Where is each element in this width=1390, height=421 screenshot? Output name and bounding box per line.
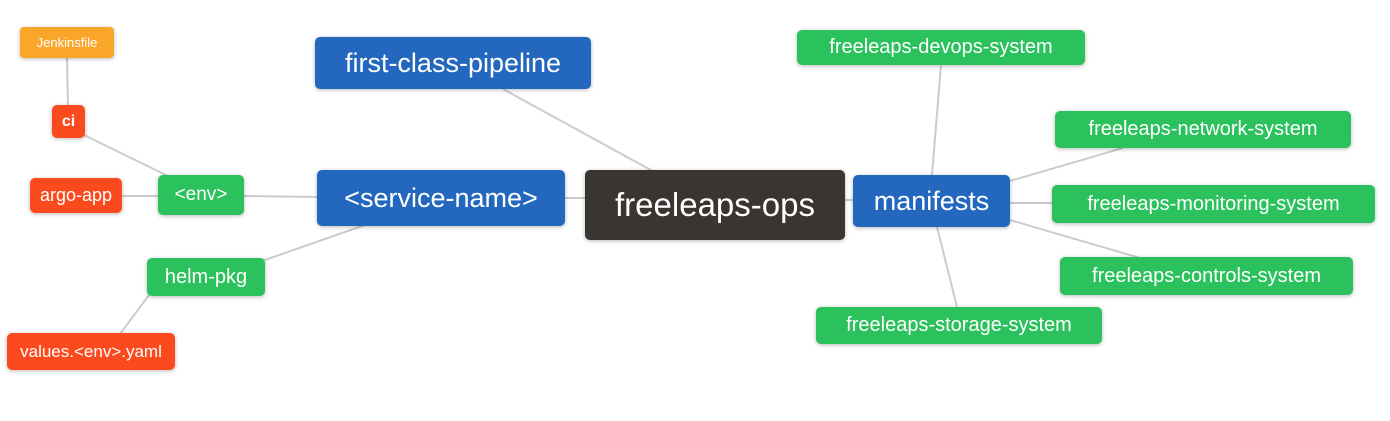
node-values-env-yaml[interactable]: values.<env>.yaml bbox=[7, 333, 175, 370]
edge-jenkinsfile-ci bbox=[66, 56, 69, 107]
node-env[interactable]: <env> bbox=[158, 175, 244, 215]
node-ci[interactable]: ci bbox=[52, 105, 85, 138]
node-first-class-pipeline[interactable]: first-class-pipeline bbox=[315, 37, 591, 89]
edge-env-service-name bbox=[243, 195, 318, 198]
edge-ci-env bbox=[83, 134, 173, 179]
node-manifests[interactable]: manifests bbox=[853, 175, 1010, 227]
edge-manifests-controls-system bbox=[1009, 219, 1141, 259]
edge-manifests-devops-system bbox=[931, 64, 942, 176]
node-service-name[interactable]: <service-name> bbox=[317, 170, 565, 226]
edge-manifests-storage-system bbox=[936, 226, 958, 308]
edge-values-env-yaml-helm-pkg bbox=[119, 294, 150, 335]
node-helm-pkg[interactable]: helm-pkg bbox=[147, 258, 265, 296]
edge-first-class-pipeline-ops bbox=[502, 88, 659, 175]
node-storage-system[interactable]: freeleaps-storage-system bbox=[816, 307, 1102, 344]
node-network-system[interactable]: freeleaps-network-system bbox=[1055, 111, 1351, 148]
node-jenkinsfile[interactable]: Jenkinsfile bbox=[20, 27, 114, 58]
node-devops-system[interactable]: freeleaps-devops-system bbox=[797, 30, 1085, 65]
node-argo-app[interactable]: argo-app bbox=[30, 178, 122, 213]
node-controls-system[interactable]: freeleaps-controls-system bbox=[1060, 257, 1353, 295]
node-monitoring-system[interactable]: freeleaps-monitoring-system bbox=[1052, 185, 1375, 223]
edge-helm-pkg-service-name bbox=[261, 224, 366, 262]
edge-manifests-network-system bbox=[1009, 147, 1124, 182]
node-freeleaps-ops-root[interactable]: freeleaps-ops bbox=[585, 170, 845, 240]
